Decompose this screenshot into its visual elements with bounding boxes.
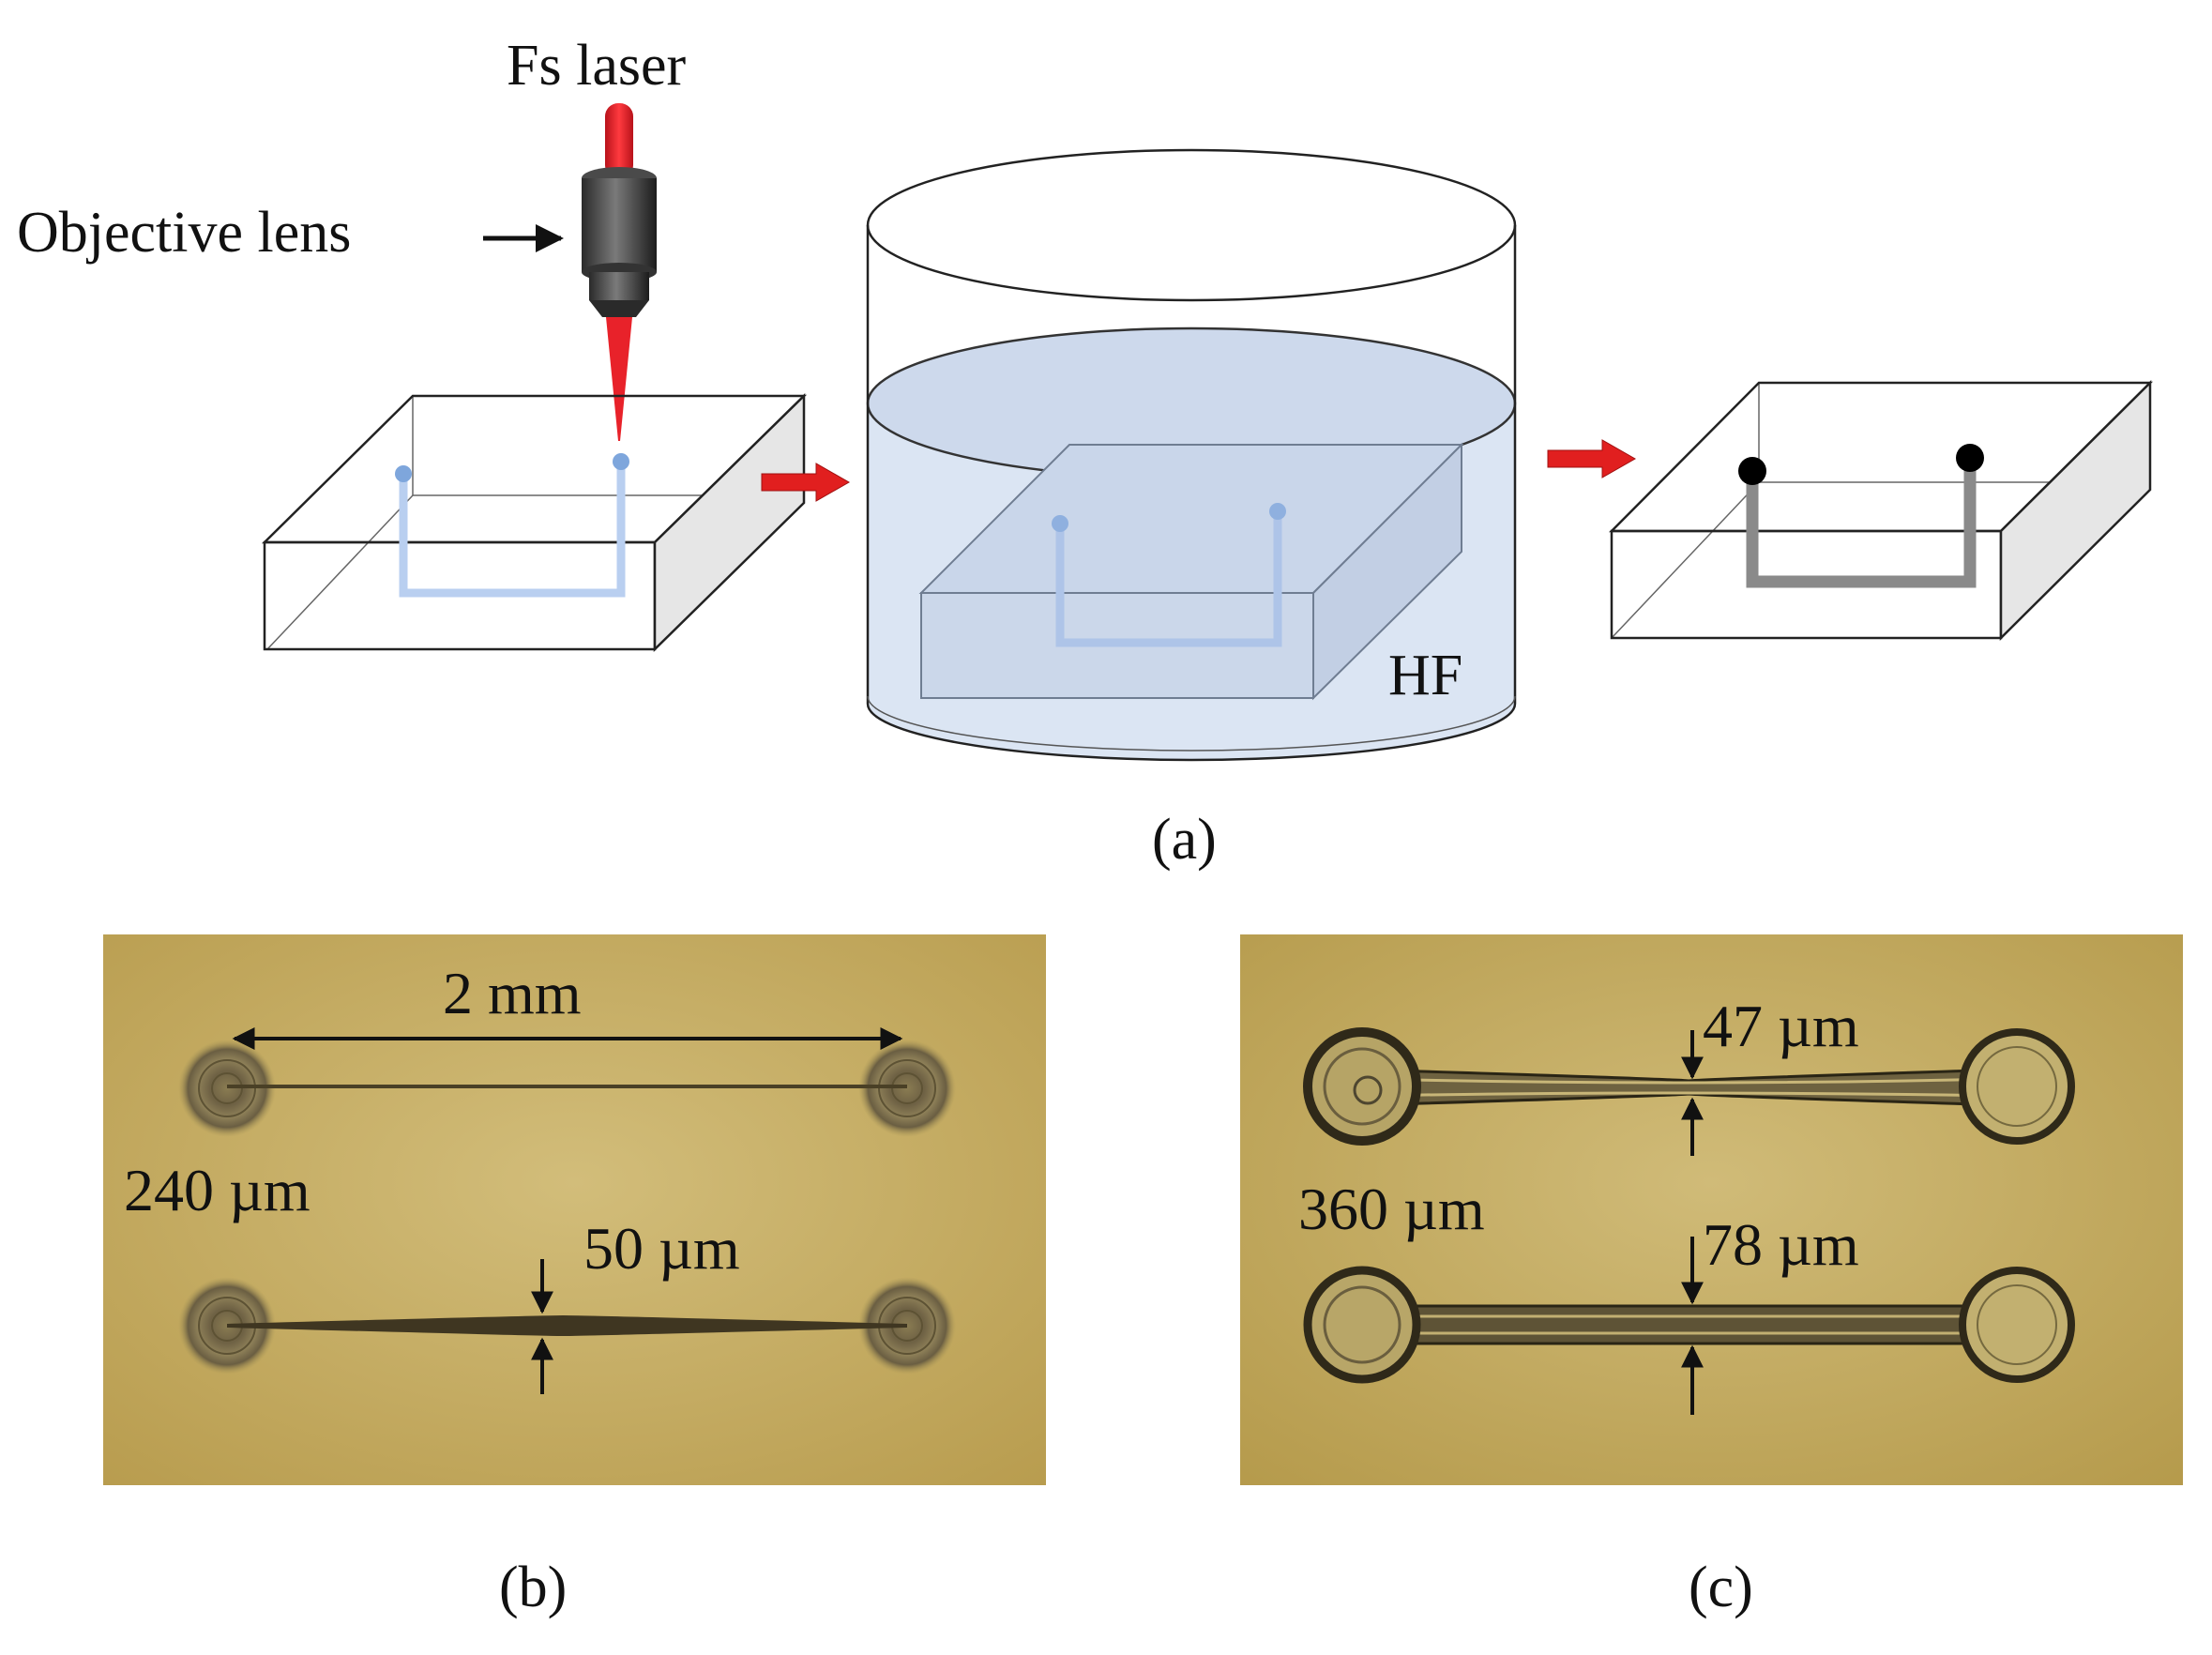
caption-c: (c) <box>1689 1556 1753 1619</box>
laser-beam-top <box>605 103 633 178</box>
process-arrow-1 <box>761 463 851 502</box>
caption-b: (b) <box>499 1556 567 1619</box>
width-top-label: 47 µm <box>1703 993 1859 1059</box>
hole-diameter-label: 240 µm <box>124 1157 311 1223</box>
width-bottom-label: 78 µm <box>1703 1211 1859 1278</box>
written-channel <box>395 453 629 598</box>
fs-laser-label: Fs laser <box>507 34 687 98</box>
objective-lens-icon <box>582 167 657 317</box>
length-label: 2 mm <box>443 960 582 1026</box>
panel-b-micrograph: 2 mm 240 µm 50 µm <box>103 934 1046 1485</box>
via-hole <box>1303 1027 1421 1146</box>
via-hole <box>1959 1028 2075 1145</box>
caption-a: (a) <box>1152 808 1217 872</box>
objective-lens-label: Objective lens <box>17 201 351 265</box>
etched-channel <box>1738 444 1984 588</box>
laser-focus-beam <box>606 317 632 441</box>
glass-block-irradiated <box>261 393 808 652</box>
process-arrow-2 <box>1547 439 1637 478</box>
glass-block-etched <box>1608 379 2154 642</box>
via-hole <box>1959 1267 2075 1383</box>
panel-c-micrograph: 47 µm 78 µm 360 µm <box>1240 934 2183 1485</box>
via-hole <box>1303 1266 1421 1384</box>
microchannel-tapered <box>227 1315 907 1336</box>
hf-label: HF <box>1388 644 1462 707</box>
hf-beaker <box>866 148 1517 762</box>
hole-diameter-label: 360 µm <box>1298 1176 1485 1242</box>
panel-a: Fs laser Objective lens <box>17 34 2154 872</box>
width-label: 50 µm <box>583 1215 740 1282</box>
microchannel-uniform <box>1358 1304 2009 1345</box>
